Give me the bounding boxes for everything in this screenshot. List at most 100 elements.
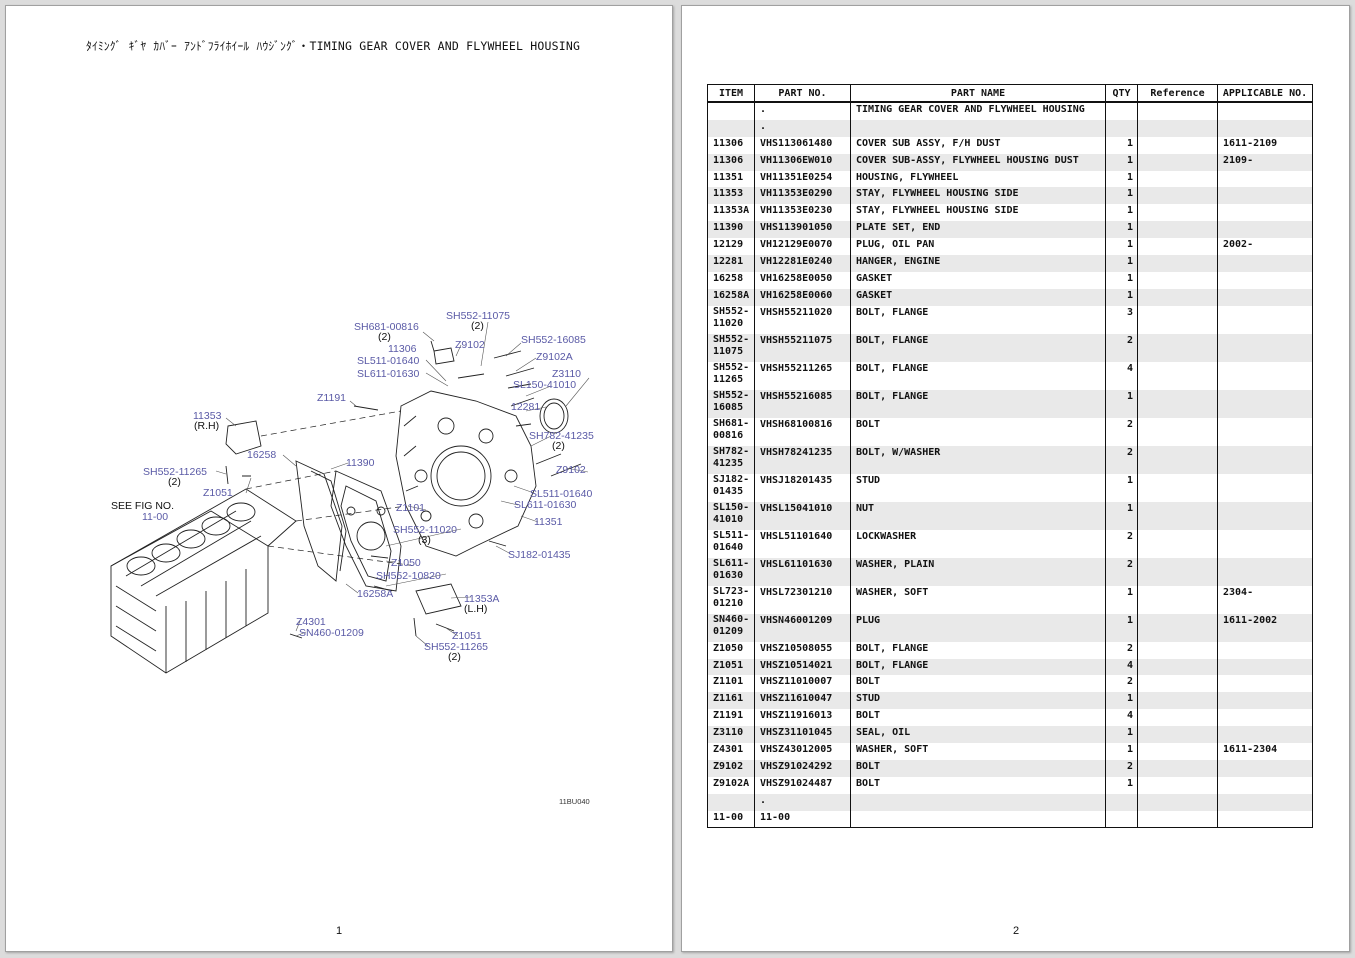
cell-part-no: VHSL15041010 [754, 501, 851, 530]
cell-part-name: PLATE SET, END [850, 221, 1106, 239]
col-reference: Reference [1137, 84, 1218, 103]
cell-item: 11353A [707, 204, 755, 222]
cell-item: 11306 [707, 153, 755, 171]
cell-part-name: PLUG, OIL PAN [850, 238, 1106, 256]
cell-applicable-no: 2304- [1217, 585, 1313, 614]
cell-part-no: VH16258E0050 [754, 271, 851, 289]
cell-part-no: VH12281E0240 [754, 255, 851, 272]
cell-reference [1137, 417, 1218, 446]
part-callout-label: SH552-10820 [376, 570, 441, 582]
cell-applicable-no [1217, 170, 1313, 188]
cell-applicable-no [1217, 557, 1313, 586]
cell-applicable-no [1217, 692, 1313, 710]
cell-reference [1137, 221, 1218, 239]
cell-item: SL511-01640 [707, 529, 755, 558]
cell-part-name: BOLT, FLANGE [850, 333, 1106, 362]
cell-part-name: HOUSING, FLYWHEEL [850, 170, 1106, 188]
part-callout-label: SH552-11265 [424, 641, 488, 653]
cell-qty [1105, 102, 1138, 120]
cell-item: Z9102 [707, 759, 755, 777]
part-callout-label: SH681-00816 [354, 321, 419, 333]
page-number: 2 [1013, 925, 1020, 937]
cell-part-no: VHSZ11916013 [754, 709, 851, 727]
cell-qty: 2 [1105, 445, 1138, 474]
cell-part-name: BOLT [850, 759, 1106, 777]
cell-reference [1137, 136, 1218, 154]
cell-reference [1137, 658, 1218, 676]
cell-reference [1137, 255, 1218, 272]
cell-item: 12129 [707, 238, 755, 256]
col-applicable-no: APPLICABLE NO. [1217, 84, 1313, 103]
cell-part-no: VH11353E0290 [754, 187, 851, 205]
cell-applicable-no [1217, 445, 1313, 474]
cell-item [707, 102, 755, 120]
cell-qty: 1 [1105, 187, 1138, 205]
cell-part-name: LOCKWASHER [850, 529, 1106, 558]
cell-part-name: WASHER, PLAIN [850, 557, 1106, 586]
cell-qty: 1 [1105, 389, 1138, 418]
cell-reference [1137, 776, 1218, 794]
cell-part-no: VHSH55211020 [754, 305, 851, 334]
cell-reference [1137, 119, 1218, 137]
cell-item: Z9102A [707, 776, 755, 794]
cell-qty: 2 [1105, 417, 1138, 446]
cell-item [707, 119, 755, 137]
cell-part-name: BOLT [850, 776, 1106, 794]
cell-reference [1137, 238, 1218, 256]
cell-qty [1105, 119, 1138, 137]
page-title: ﾀｲﾐﾝｸﾞ ｷﾞﾔ ｶﾊﾞｰ ｱﾝﾄﾞﾌﾗｲﾎｲｰﾙ ﾊｳｼﾞﾝｸﾞ・TIMI… [86, 39, 581, 53]
cell-applicable-no [1217, 793, 1313, 811]
cell-reference [1137, 743, 1218, 760]
cell-item: 16258A [707, 288, 755, 306]
cell-part-name: STUD [850, 692, 1106, 710]
catalog-page-parts-list: ITEM PART NO. PART NAME QTY Reference AP… [681, 5, 1350, 952]
cell-applicable-no [1217, 119, 1313, 137]
cell-part-no: VH11351E0254 [754, 170, 851, 188]
cell-reference [1137, 473, 1218, 502]
part-callout-label: 16258 [247, 449, 276, 461]
part-callout-label: (2) [448, 651, 461, 663]
cell-part-no: VHSH78241235 [754, 445, 851, 474]
cell-qty: 1 [1105, 255, 1138, 272]
cell-item: 11390 [707, 221, 755, 239]
part-callout-label: Z9102A [536, 351, 573, 363]
cell-applicable-no: 2109- [1217, 153, 1313, 171]
part-callout-label: SL611-01630 [514, 499, 576, 511]
cell-part-no: VHSZ91024292 [754, 759, 851, 777]
part-callout-label: 11390 [346, 457, 375, 469]
part-callout-label: SH552-11020 [393, 524, 457, 536]
cell-part-name: NUT [850, 501, 1106, 530]
part-callout-label: 16258A [357, 588, 393, 600]
cell-part-no: VHSZ31101045 [754, 726, 851, 744]
part-callout-label: Z1051 [203, 487, 233, 499]
cell-part-name: BOLT [850, 709, 1106, 727]
cell-applicable-no [1217, 658, 1313, 676]
cell-part-name [850, 793, 1106, 811]
cell-item [707, 793, 755, 811]
cell-item: 12281 [707, 255, 755, 272]
cell-part-name: BOLT, FLANGE [850, 361, 1106, 390]
page-number: 1 [336, 925, 343, 937]
part-callout-label: SH552-11075 [446, 310, 510, 322]
cell-qty [1105, 810, 1138, 829]
cell-qty: 1 [1105, 153, 1138, 171]
cell-part-no: VHSZ11610047 [754, 692, 851, 710]
cell-qty: 2 [1105, 641, 1138, 659]
cell-qty [1105, 793, 1138, 811]
cell-part-name: SEAL, OIL [850, 726, 1106, 744]
cell-item: 11351 [707, 170, 755, 188]
cell-part-no: VH16258E0060 [754, 288, 851, 306]
cell-applicable-no [1217, 389, 1313, 418]
cell-applicable-no [1217, 759, 1313, 777]
cell-item: SH552-16085 [707, 389, 755, 418]
